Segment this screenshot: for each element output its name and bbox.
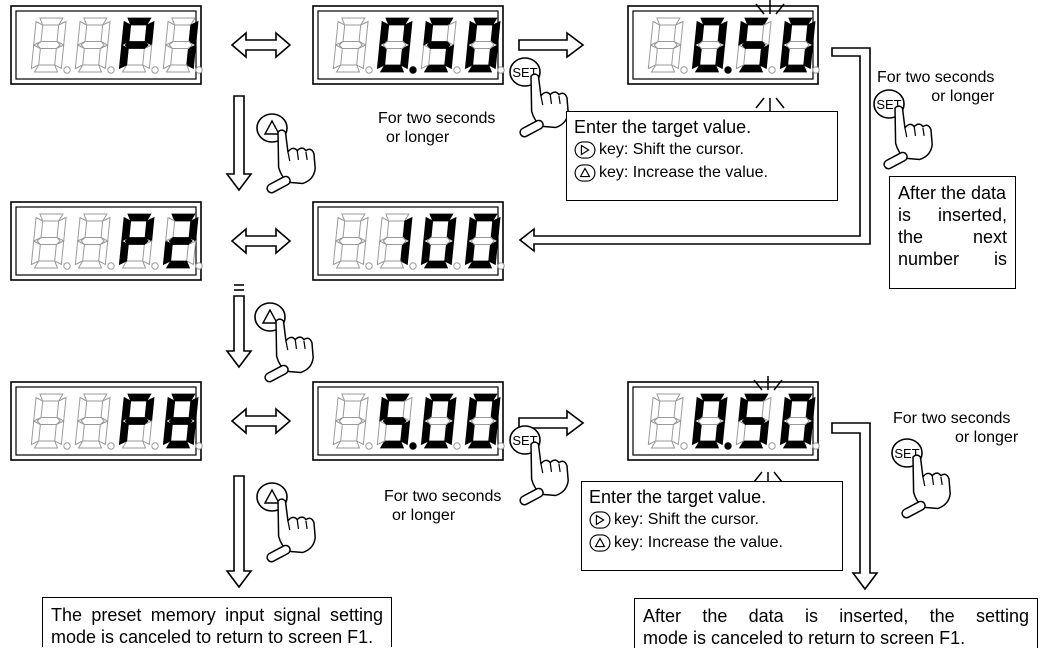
- seven-segment-digit: [691, 17, 732, 74]
- up-key-icon: [574, 163, 596, 182]
- up-key-icon: [589, 533, 611, 552]
- note-box-bottom-left: The preset memory input signal setting m…: [42, 597, 392, 647]
- seven-segment-digit: [74, 17, 115, 74]
- down-arrow: [225, 95, 253, 192]
- down-arrow: [225, 284, 253, 369]
- seven-segment-digit: [162, 213, 203, 270]
- display-p2: [10, 201, 203, 281]
- right-arrow: [518, 31, 585, 59]
- pointing-hand-icon: [266, 129, 316, 194]
- display-group: [10, 5, 820, 461]
- seven-segment-digit: [420, 17, 461, 74]
- seven-segment-digit: [332, 17, 373, 74]
- increase-key-press: [254, 302, 314, 383]
- pointing-hand-icon: [519, 441, 569, 506]
- seven-segment-digit: [464, 17, 505, 74]
- set-key-press: SET: [509, 57, 569, 138]
- hold-time-label: For two seconds or longer: [893, 410, 1019, 446]
- seven-segment-digit: [464, 393, 505, 450]
- seven-segment-digit: [420, 213, 461, 270]
- pointing-hand-icon: [264, 318, 314, 383]
- seven-segment-digit: [118, 213, 159, 270]
- display-value-edit: [627, 381, 820, 461]
- seven-segment-digit: [735, 17, 776, 74]
- down-arrow: [831, 422, 879, 591]
- display-p8: [10, 381, 203, 461]
- display-p1: [10, 5, 203, 85]
- increase-key-press: [256, 482, 316, 563]
- down-arrow: [225, 475, 253, 589]
- instruction-box: Enter the target value. key: Shift the c…: [566, 111, 838, 201]
- seven-segment-digit: [735, 393, 776, 450]
- set-key-press: SET: [891, 438, 951, 519]
- seven-segment-digit: [30, 17, 71, 74]
- seven-segment-digit: [691, 393, 732, 450]
- seven-segment-digit: [332, 393, 373, 450]
- pointing-hand-icon: [519, 73, 569, 138]
- note-box-bottom-right: After the data is inserted, the setting …: [634, 598, 1038, 648]
- seven-segment-digit: [162, 17, 203, 74]
- seven-segment-digit: [74, 393, 115, 450]
- seven-segment-digit: [376, 213, 417, 270]
- set-key-press: SET: [873, 89, 933, 170]
- note-box-right: After the data is inserted, the next num…: [889, 176, 1016, 289]
- seven-segment-digit: [118, 393, 159, 450]
- increase-key-row: key: Increase the value.: [574, 161, 830, 184]
- display-value: [312, 381, 505, 461]
- increase-key-row: key: Increase the value.: [589, 531, 835, 554]
- seven-segment-digit: [779, 17, 820, 74]
- set-key-press: SET: [509, 425, 569, 506]
- blink-indicator: [755, 97, 785, 113]
- seven-segment-digit: [376, 393, 417, 450]
- hold-time-label: For two seconds or longer: [378, 110, 496, 146]
- right-key-icon: [589, 510, 611, 529]
- display-value-edit: [627, 5, 820, 85]
- seven-segment-digit: [376, 17, 417, 74]
- seven-segment-digit: [464, 213, 505, 270]
- seven-segment-digit: [647, 17, 688, 74]
- pointing-hand-icon: [883, 105, 933, 170]
- seven-segment-digit: [779, 393, 820, 450]
- pointing-hand-icon: [266, 498, 316, 563]
- seven-segment-digit: [647, 393, 688, 450]
- right-key-icon: [574, 140, 596, 159]
- hold-time-label: For two seconds or longer: [877, 69, 995, 105]
- seven-segment-digit: [420, 393, 461, 450]
- seven-segment-digit: [30, 393, 71, 450]
- double-arrow: [230, 407, 292, 435]
- seven-segment-digit: [74, 213, 115, 270]
- shift-key-row: key: Shift the cursor.: [589, 508, 835, 531]
- double-arrow: [230, 31, 292, 59]
- display-value: [312, 201, 505, 281]
- return-arrow: [518, 47, 871, 253]
- seven-segment-digit: [332, 213, 373, 270]
- shift-key-row: key: Shift the cursor.: [574, 138, 830, 161]
- hold-time-label: For two seconds or longer: [384, 488, 502, 524]
- pointing-hand-icon: [901, 454, 951, 519]
- seven-segment-digit: [118, 17, 159, 74]
- seven-segment-digit: [30, 213, 71, 270]
- display-value: [312, 5, 505, 85]
- seven-segment-digit: [162, 393, 203, 450]
- double-arrow: [230, 227, 292, 255]
- instruction-box: Enter the target value. key: Shift the c…: [581, 481, 843, 571]
- increase-key-press: [256, 113, 316, 194]
